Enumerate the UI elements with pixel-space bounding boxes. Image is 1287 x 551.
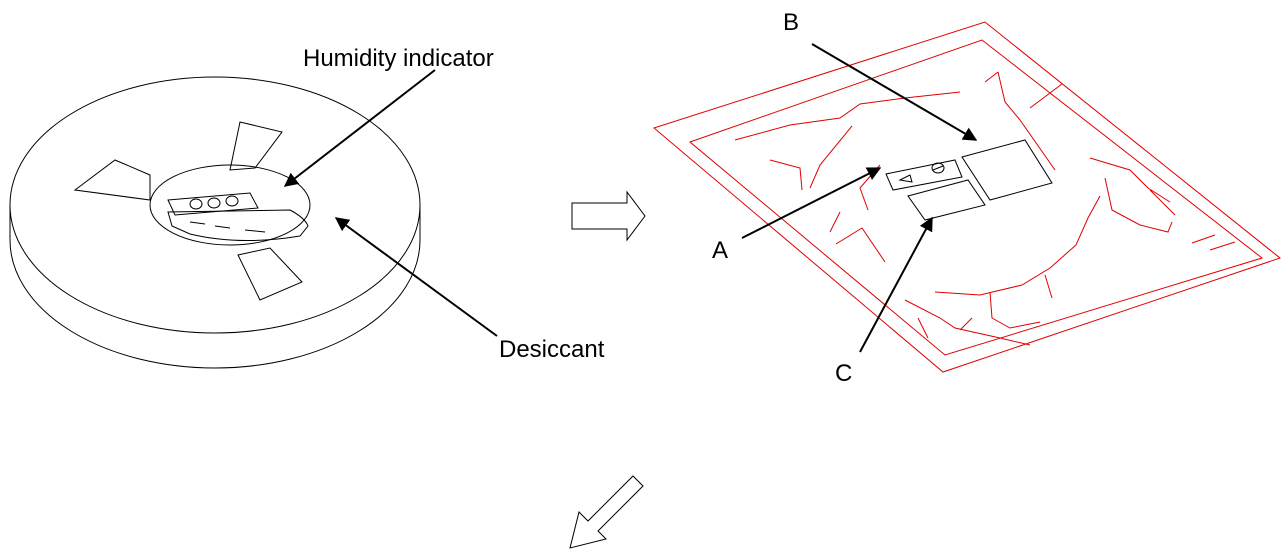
bag-label-humidity-card <box>886 160 962 190</box>
flow-arrow-right <box>572 192 645 240</box>
bag-crinkles <box>735 72 1235 345</box>
desiccant-label: Desiccant <box>499 336 605 363</box>
humidity-indicator-label: Humidity indicator <box>303 45 494 72</box>
b-label: B <box>783 9 799 36</box>
a-label: A <box>712 237 728 264</box>
reel <box>10 77 420 368</box>
bag-contents <box>886 140 1052 220</box>
bag-outline <box>654 22 1280 372</box>
card-circle-slash <box>933 166 943 170</box>
flow-arrow-down-left <box>570 476 643 548</box>
c-label: C <box>835 360 852 387</box>
card-triangle-mark <box>900 175 912 182</box>
bag-seal-inner <box>690 40 1262 355</box>
b-arrow <box>812 44 976 140</box>
bag-desiccant-box <box>908 180 985 220</box>
moisture-barrier-bag <box>654 22 1280 372</box>
reel-top-face <box>10 77 420 333</box>
